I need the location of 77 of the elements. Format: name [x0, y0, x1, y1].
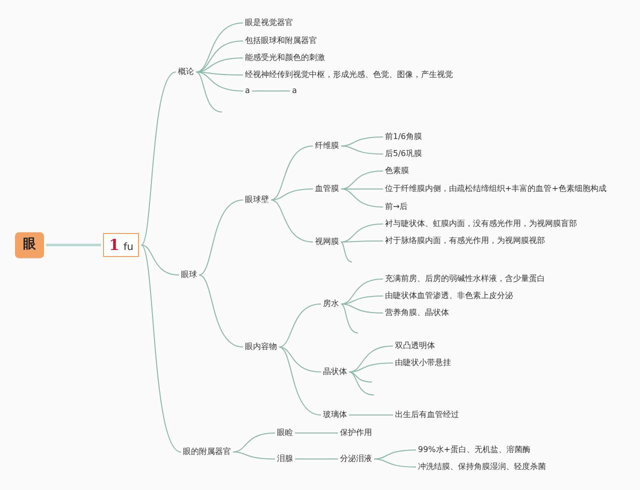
branch-line: [340, 304, 358, 334]
topic-label: 眼的附属器官: [183, 447, 231, 457]
branch-line: [340, 240, 384, 242]
topic-label: 经视神经传到视觉中枢，形成光感、色觉、图像，产生视觉: [245, 70, 453, 80]
branch-line: [140, 244, 182, 452]
branch-line: [340, 224, 384, 242]
topic-label: 房水: [323, 299, 339, 309]
topic-label: 由睫状小带悬挂: [395, 358, 451, 368]
branch-line: [140, 72, 176, 246]
branch-line: [196, 72, 244, 92]
topic-label: 视网膜: [315, 237, 339, 247]
branch-line: [270, 188, 314, 200]
branch-line: [278, 346, 322, 372]
topic-label: 概论: [178, 67, 194, 77]
branch-line: [340, 188, 384, 190]
topic-label: fu: [123, 242, 134, 253]
branch-line: [198, 200, 244, 276]
topic-label: 眼内容物: [245, 342, 277, 352]
branch-line: [348, 414, 394, 416]
branch-line: [46, 244, 101, 246]
branch-line: [348, 372, 374, 396]
topic-box: [103, 233, 140, 257]
topic-label: 99%水+蛋白、无机盐、溶菌酶: [418, 445, 530, 455]
branch-line: [340, 278, 384, 304]
topic-label: 玻璃体: [323, 410, 347, 420]
topic-label: 出生后有血管经过: [395, 410, 459, 420]
root-topic-box: 眼: [15, 232, 44, 258]
topic-label: 血管膜: [315, 184, 339, 194]
branch-line: [196, 22, 244, 72]
topic-label: 眼球: [181, 270, 197, 280]
branch-line: [340, 170, 384, 190]
number-label: 1: [109, 236, 120, 254]
branch-line: [340, 242, 352, 262]
topic-label: 双凸透明体: [395, 341, 435, 351]
branch-line: [374, 458, 416, 468]
topic-label: 衬与睫状体、虹膜内面，没有感光作用，为视网膜盲部: [385, 219, 577, 229]
topic-label: 泪腺: [277, 454, 293, 464]
branch-line: [340, 304, 384, 314]
branch-line: [294, 432, 338, 434]
branch-line: [270, 200, 314, 242]
branch-line: [348, 372, 372, 382]
topic-label: 位于纤维膜内侧，由疏松结缔组织+丰富的血管+色素细胞构成: [385, 184, 606, 194]
topic-label: 由睫状体血管渗透、非色素上皮分泌: [385, 291, 513, 301]
branch-line: [340, 146, 384, 154]
branch-line: [232, 432, 276, 452]
topic-label: 分泌泪液: [340, 454, 372, 464]
topic-label: 营养角膜、晶状体: [385, 308, 449, 318]
topic-label: 充满前房、后房的弱碱性水样液，含少量蛋白: [385, 274, 545, 284]
topic-label: a: [292, 86, 297, 96]
topic-label: 包括眼球和附属器官: [245, 36, 317, 46]
topic-label: 眼是视觉器官: [245, 18, 293, 28]
branch-line: [251, 90, 290, 92]
topic-label: a: [245, 86, 250, 96]
topic-label: 纤维膜: [315, 141, 339, 151]
branch-line: [196, 72, 222, 112]
branch-line: [278, 346, 322, 416]
topic-label: 眼睑: [277, 428, 293, 438]
topic-label: 晶状体: [323, 367, 347, 377]
topic-label: 能感受光和颜色的刺激: [245, 53, 325, 63]
topic-label: 前1/6角膜: [385, 132, 422, 142]
branch-line: [140, 244, 180, 276]
branch-line: [348, 362, 394, 372]
topic-label: 衬于脉络膜内面，有感光作用，为视网膜视部: [385, 236, 545, 246]
branch-line: [270, 146, 314, 200]
topic-label: 色素膜: [385, 166, 409, 176]
topic-label: 前→后: [385, 202, 408, 212]
branch-line: [232, 452, 276, 460]
topic-label: 保护作用: [340, 428, 372, 438]
branch-line: [294, 458, 338, 460]
branch-line: [348, 346, 394, 372]
topic-label: 冲洗结膜、保持角膜湿润、轻度杀菌: [418, 462, 546, 472]
topic-label: 眼球壁: [245, 195, 269, 205]
branch-line: [278, 304, 322, 348]
branch-line: [340, 188, 384, 208]
branch-line: [198, 274, 244, 348]
topic-label: 后5/6巩膜: [385, 149, 422, 159]
branch-line: [196, 40, 244, 72]
